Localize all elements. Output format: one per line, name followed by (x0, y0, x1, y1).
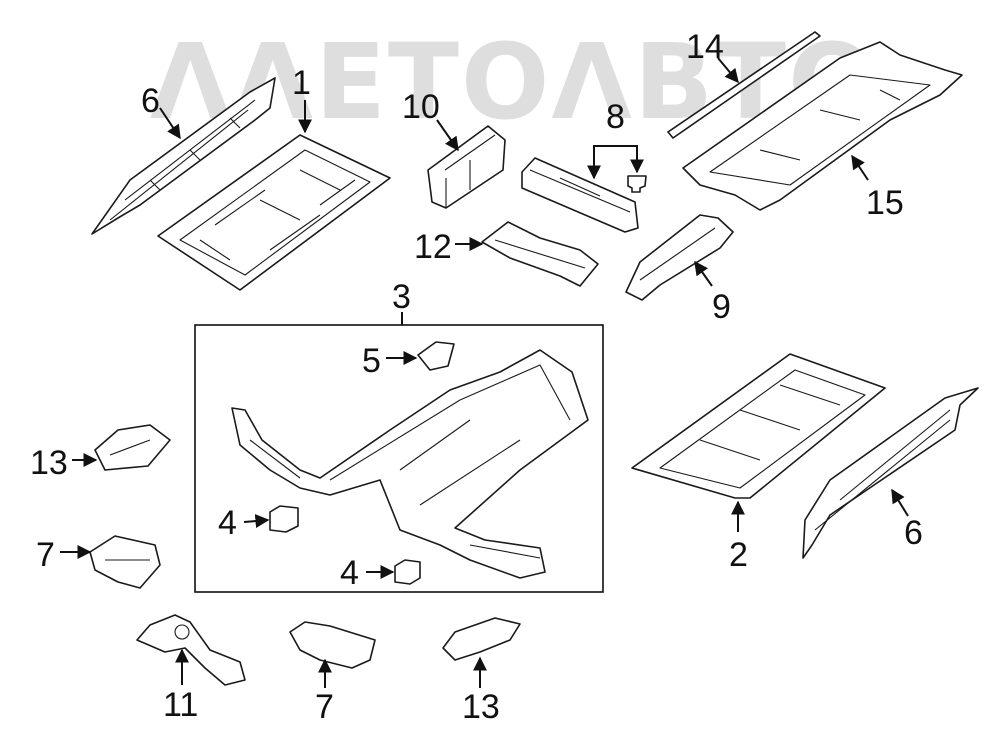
part-13-left-bracket (94, 424, 171, 471)
callout-13-left: 13 (30, 444, 68, 482)
callout-7-bottom: 7 (315, 688, 334, 726)
part-10-bracket (427, 125, 506, 209)
callout-1: 1 (292, 64, 311, 102)
part-3-assembly-box (194, 324, 604, 593)
part-6-right-rocker (802, 387, 979, 559)
leader-lines (60, 57, 909, 688)
callout-8: 8 (606, 98, 625, 136)
part-5-clip (417, 341, 455, 371)
part-1-front-floor (157, 134, 391, 291)
callout-7-left: 7 (36, 536, 55, 574)
part-8-crossmember (521, 157, 647, 233)
part-7-left-bracket (89, 535, 161, 589)
part-14-strip (667, 31, 821, 139)
callout-11: 11 (163, 686, 198, 724)
part-4-block-b (394, 559, 421, 585)
part-7-bottom-bracket (289, 621, 376, 669)
callout-6-right: 6 (904, 514, 923, 552)
part-2-floor-pan (631, 353, 886, 499)
part-6-left-rocker (91, 77, 276, 235)
callout-14: 14 (686, 28, 724, 66)
part-4-block-a (269, 505, 299, 533)
callout-12: 12 (414, 228, 452, 266)
callout-labels: 6 1 10 8 14 15 12 9 3 5 4 4 13 7 11 7 13… (30, 28, 923, 726)
callout-4-a: 4 (218, 504, 237, 542)
part-13-bottom-bracket (442, 617, 521, 661)
callout-15: 15 (866, 184, 904, 222)
callout-6-left: 6 (141, 82, 160, 120)
callout-3: 3 (392, 278, 411, 316)
part-8-bolt (627, 175, 647, 193)
part-12-bracket (481, 221, 599, 287)
callout-5: 5 (362, 342, 381, 380)
callout-4-b: 4 (340, 554, 359, 592)
callout-9: 9 (712, 288, 731, 326)
part-9-bracket (625, 214, 734, 301)
callout-2: 2 (729, 536, 748, 574)
part-15-rear-floor (682, 41, 963, 211)
callout-13-bottom: 13 (462, 688, 500, 726)
part-11-mount (136, 614, 246, 686)
callout-10: 10 (402, 88, 440, 126)
